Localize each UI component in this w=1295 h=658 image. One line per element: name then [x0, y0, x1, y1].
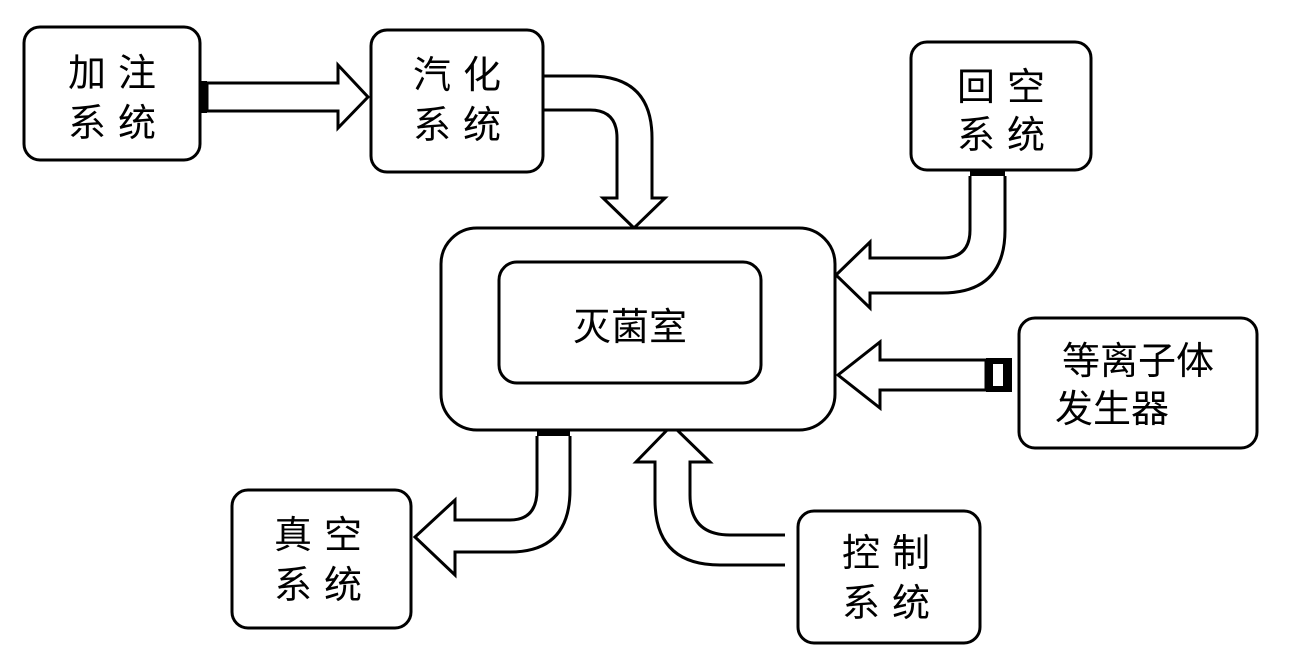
- node-return-air-system: 回 空 系 统: [909, 40, 1093, 172]
- arrow-vaporization-to-chamber: [543, 74, 669, 231]
- node-label: 汽 化: [413, 53, 501, 97]
- node-label: 系 统: [68, 101, 156, 145]
- node-label: 控 制: [842, 531, 930, 575]
- arrow-control-to-chamber: [632, 422, 785, 567]
- arrow-chamber-to-vacuum: [412, 429, 572, 579]
- node-label: 系 统: [274, 563, 362, 607]
- node-label: 发生器: [1055, 387, 1169, 431]
- node-label: 真 空: [274, 513, 362, 557]
- node-label: 加 注: [68, 51, 156, 95]
- node-filling-system: 加 注 系 统: [22, 25, 202, 162]
- node-sterilization-chamber: 灭菌室: [439, 226, 837, 432]
- node-control-system: 控 制 系 统: [796, 509, 982, 645]
- node-label: 回 空: [957, 65, 1045, 109]
- node-label: 系 统: [413, 103, 501, 147]
- arrow-plasma-to-chamber: [835, 338, 1012, 412]
- arrow-filling-to-vaporization: [200, 61, 371, 132]
- arrow-return-air-to-chamber: [833, 169, 1007, 312]
- node-label: 系 统: [957, 113, 1045, 157]
- node-vacuum-system: 真 空 系 统: [230, 488, 413, 630]
- node-vaporization-system: 汽 化 系 统: [369, 28, 545, 174]
- node-label: 灭菌室: [573, 305, 687, 349]
- node-plasma-generator: 等离子体 发生器: [1017, 316, 1259, 450]
- node-label: 系 统: [842, 581, 930, 625]
- node-label: 等离子体: [1062, 339, 1214, 383]
